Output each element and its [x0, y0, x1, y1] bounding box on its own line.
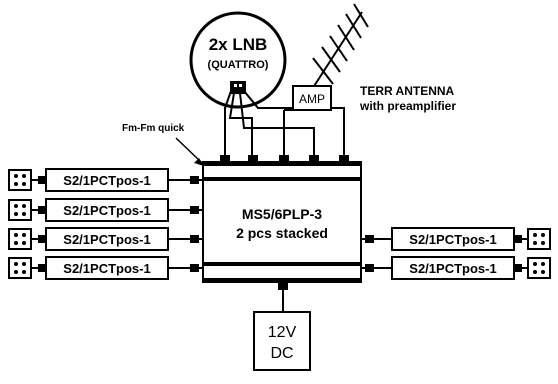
multiswitch-model: MS5/6PLP-3	[242, 206, 322, 222]
left-receiver-label: S2/1PCTpos-1	[63, 261, 150, 276]
right-receiver-1: S2/1PCTpos-1	[361, 227, 551, 251]
multiswitch-note: 2 pcs stacked	[236, 225, 328, 241]
amplifier: AMP	[283, 85, 332, 160]
connector-note-arrow	[175, 137, 203, 164]
power-supply: 12V DC	[253, 290, 311, 371]
right-receiver-label: S2/1PCTpos-1	[409, 261, 496, 276]
left-receiver-label: S2/1PCTpos-1	[63, 203, 150, 218]
left-receivers: S2/1PCTpos-1 S2/1PCTpos-1 S2/1PCTpos-1	[8, 168, 203, 280]
left-receiver-2: S2/1PCTpos-1	[8, 198, 203, 222]
lnb-subtitle: (QUATTRO)	[208, 59, 269, 71]
multiswitch: MS5/6PLP-3 2 pcs stacked	[202, 155, 362, 290]
left-receiver-3: S2/1PCTpos-1	[8, 227, 203, 251]
connector-note: Fm-Fm quick	[122, 123, 185, 134]
right-receiver-label: S2/1PCTpos-1	[409, 232, 496, 247]
amplifier-label: AMP	[299, 92, 325, 106]
lnb-title: 2x LNB	[209, 35, 268, 54]
terr-antenna-label: TERR ANTENNA	[360, 84, 455, 98]
terr-antenna-sublabel: with preamplifier	[359, 99, 456, 113]
right-receivers: S2/1PCTpos-1 S2/1PCTpos-1	[361, 227, 551, 280]
left-receiver-4: S2/1PCTpos-1	[8, 256, 203, 280]
terr-antenna-icon	[306, 3, 369, 98]
power-supply-voltage: 12V	[268, 324, 297, 341]
lnb-dish: 2x LNB (QUATTRO)	[189, 11, 287, 109]
left-receiver-label: S2/1PCTpos-1	[63, 232, 150, 247]
power-supply-type: DC	[270, 345, 293, 362]
left-receiver-1: S2/1PCTpos-1	[8, 168, 203, 192]
right-receiver-2: S2/1PCTpos-1	[361, 256, 551, 280]
left-receiver-label: S2/1PCTpos-1	[63, 173, 150, 188]
